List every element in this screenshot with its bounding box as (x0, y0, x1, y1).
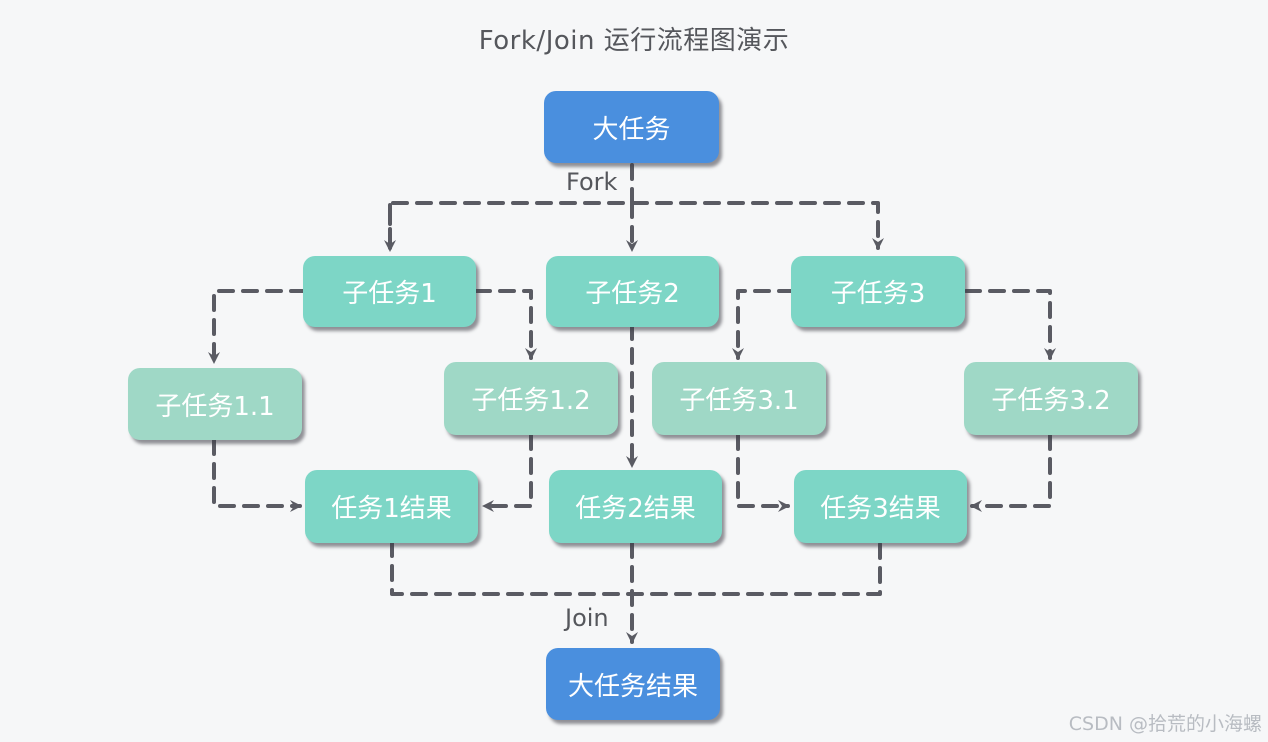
join-label: Join (565, 604, 609, 632)
fork-label: Fork (566, 168, 618, 196)
sub3-to-sub3-2 (964, 289, 1056, 360)
node-result-2[interactable]: 任务2结果 (549, 470, 722, 543)
sub3-2-to-res3 (970, 433, 1052, 512)
node-subtask-1-2[interactable]: 子任务1.2 (444, 362, 618, 435)
sub1-to-sub1-1 (208, 289, 307, 364)
node-big-result[interactable]: 大任务结果 (546, 648, 720, 720)
sub1-2-to-res1 (482, 433, 533, 512)
sub1-1-to-res1 (212, 438, 302, 512)
node-subtask-2[interactable]: 子任务2 (546, 256, 719, 327)
node-result-1[interactable]: 任务1结果 (305, 470, 478, 543)
diagram-title: Fork/Join 运行流程图演示 (478, 26, 790, 56)
sub3-to-sub3-1 (732, 289, 795, 360)
node-result-3[interactable]: 任务3结果 (794, 470, 967, 543)
node-subtask-1[interactable]: 子任务1 (303, 256, 476, 327)
watermark: CSDN @拾荒的小海螺 (1068, 713, 1262, 735)
node-subtask-3-1[interactable]: 子任务3.1 (652, 362, 826, 435)
node-subtask-3[interactable]: 子任务3 (791, 256, 965, 327)
sub1-to-sub1-2 (474, 289, 537, 360)
node-subtask-3-2[interactable]: 子任务3.2 (964, 362, 1138, 435)
sub3-1-to-res3 (736, 433, 790, 512)
join-bus (390, 540, 882, 596)
node-subtask-1-1[interactable]: 子任务1.1 (128, 368, 302, 440)
node-big-task[interactable]: 大任务 (544, 91, 719, 163)
